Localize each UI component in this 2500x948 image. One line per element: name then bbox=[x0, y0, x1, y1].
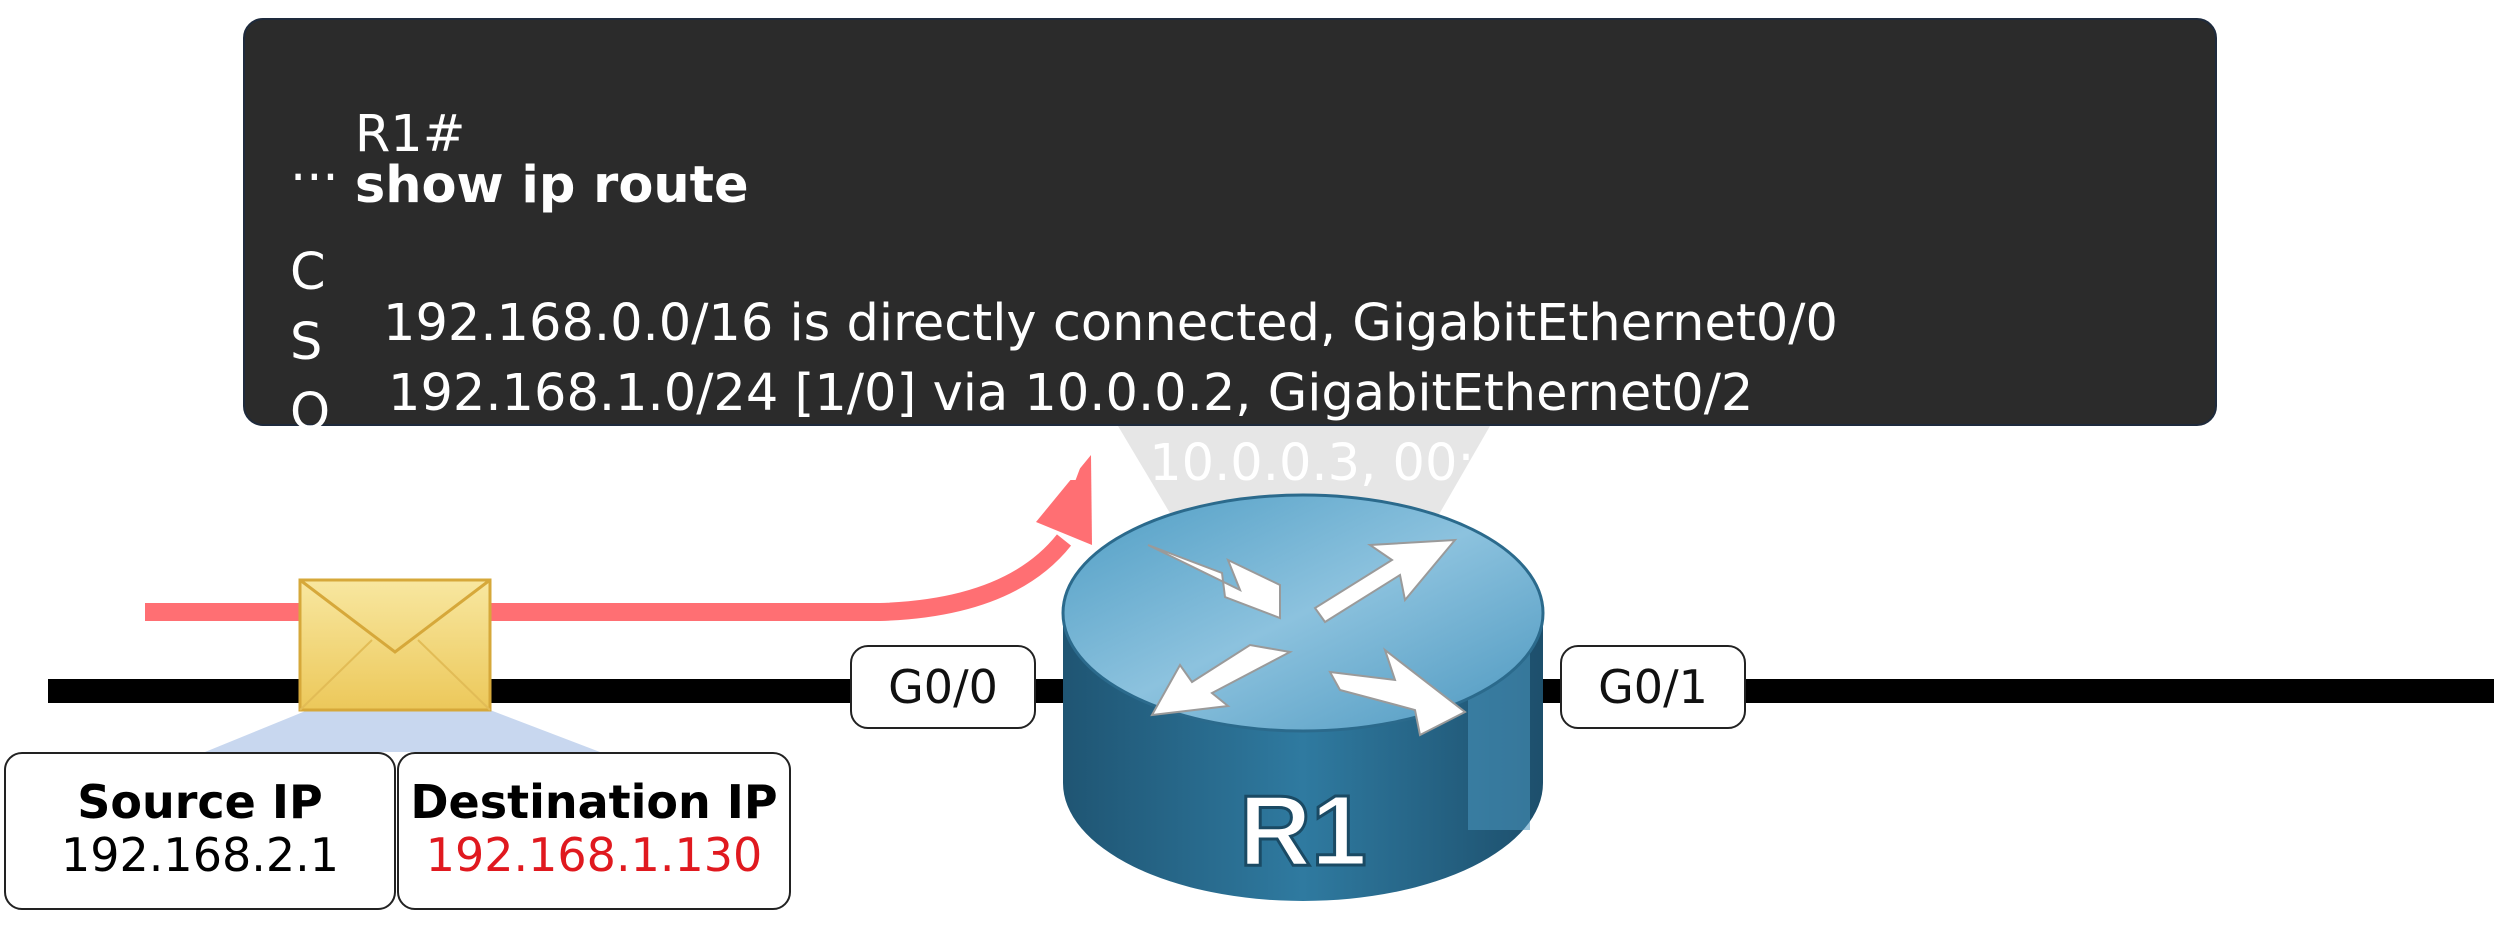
route-code: O bbox=[290, 383, 331, 442]
route-code: C bbox=[290, 243, 326, 302]
route-text: 192.168.0.0/16 is directly connected, Gi… bbox=[383, 294, 1838, 353]
cli-command: show ip route bbox=[354, 156, 749, 215]
route-entry: O 192.168.1.128/25 [110/2] via 10.0.0.3,… bbox=[290, 336, 2140, 540]
packet-path-arrow bbox=[145, 534, 1072, 621]
destination-ip-value: 192.168.1.130 bbox=[425, 827, 763, 882]
router-name: R1 bbox=[1239, 775, 1367, 887]
output-ellipsis: ... bbox=[290, 134, 339, 193]
destination-ip-box: Destination IP 192.168.1.130 bbox=[397, 752, 791, 910]
source-ip-title: Source IP bbox=[77, 775, 323, 829]
route-entry: S 192.168.1.0/24 [1/0] via 10.0.0.2, Gig… bbox=[290, 266, 1753, 470]
route-text: 192.168.1.128/25 [110/2] via 10.0.0.3, 0… bbox=[383, 434, 2140, 493]
cli-prompt: R1# bbox=[354, 105, 466, 164]
terminal-output: R1# show ip route ... C 192.168.0.0/16 i… bbox=[243, 18, 2217, 489]
route-code: S bbox=[290, 313, 323, 372]
source-ip-value: 192.168.2.1 bbox=[61, 827, 339, 882]
interface-label-g0-0: G0/0 bbox=[850, 645, 1036, 729]
route-text: 192.168.1.0/24 [1/0] via 10.0.0.2, Gigab… bbox=[388, 364, 1754, 423]
router-icon: R1 bbox=[1061, 493, 1545, 901]
interface-label-g0-1: G0/1 bbox=[1560, 645, 1746, 729]
packet-path-arrowhead bbox=[1036, 455, 1092, 545]
envelope-icon bbox=[298, 578, 492, 712]
route-entry: C 192.168.0.0/16 is directly connected, … bbox=[290, 196, 1838, 400]
source-ip-box: Source IP 192.168.2.1 bbox=[4, 752, 396, 910]
packet-projection bbox=[205, 710, 600, 752]
destination-ip-title: Destination IP bbox=[410, 775, 778, 829]
command-line: R1# show ip route bbox=[290, 58, 749, 262]
